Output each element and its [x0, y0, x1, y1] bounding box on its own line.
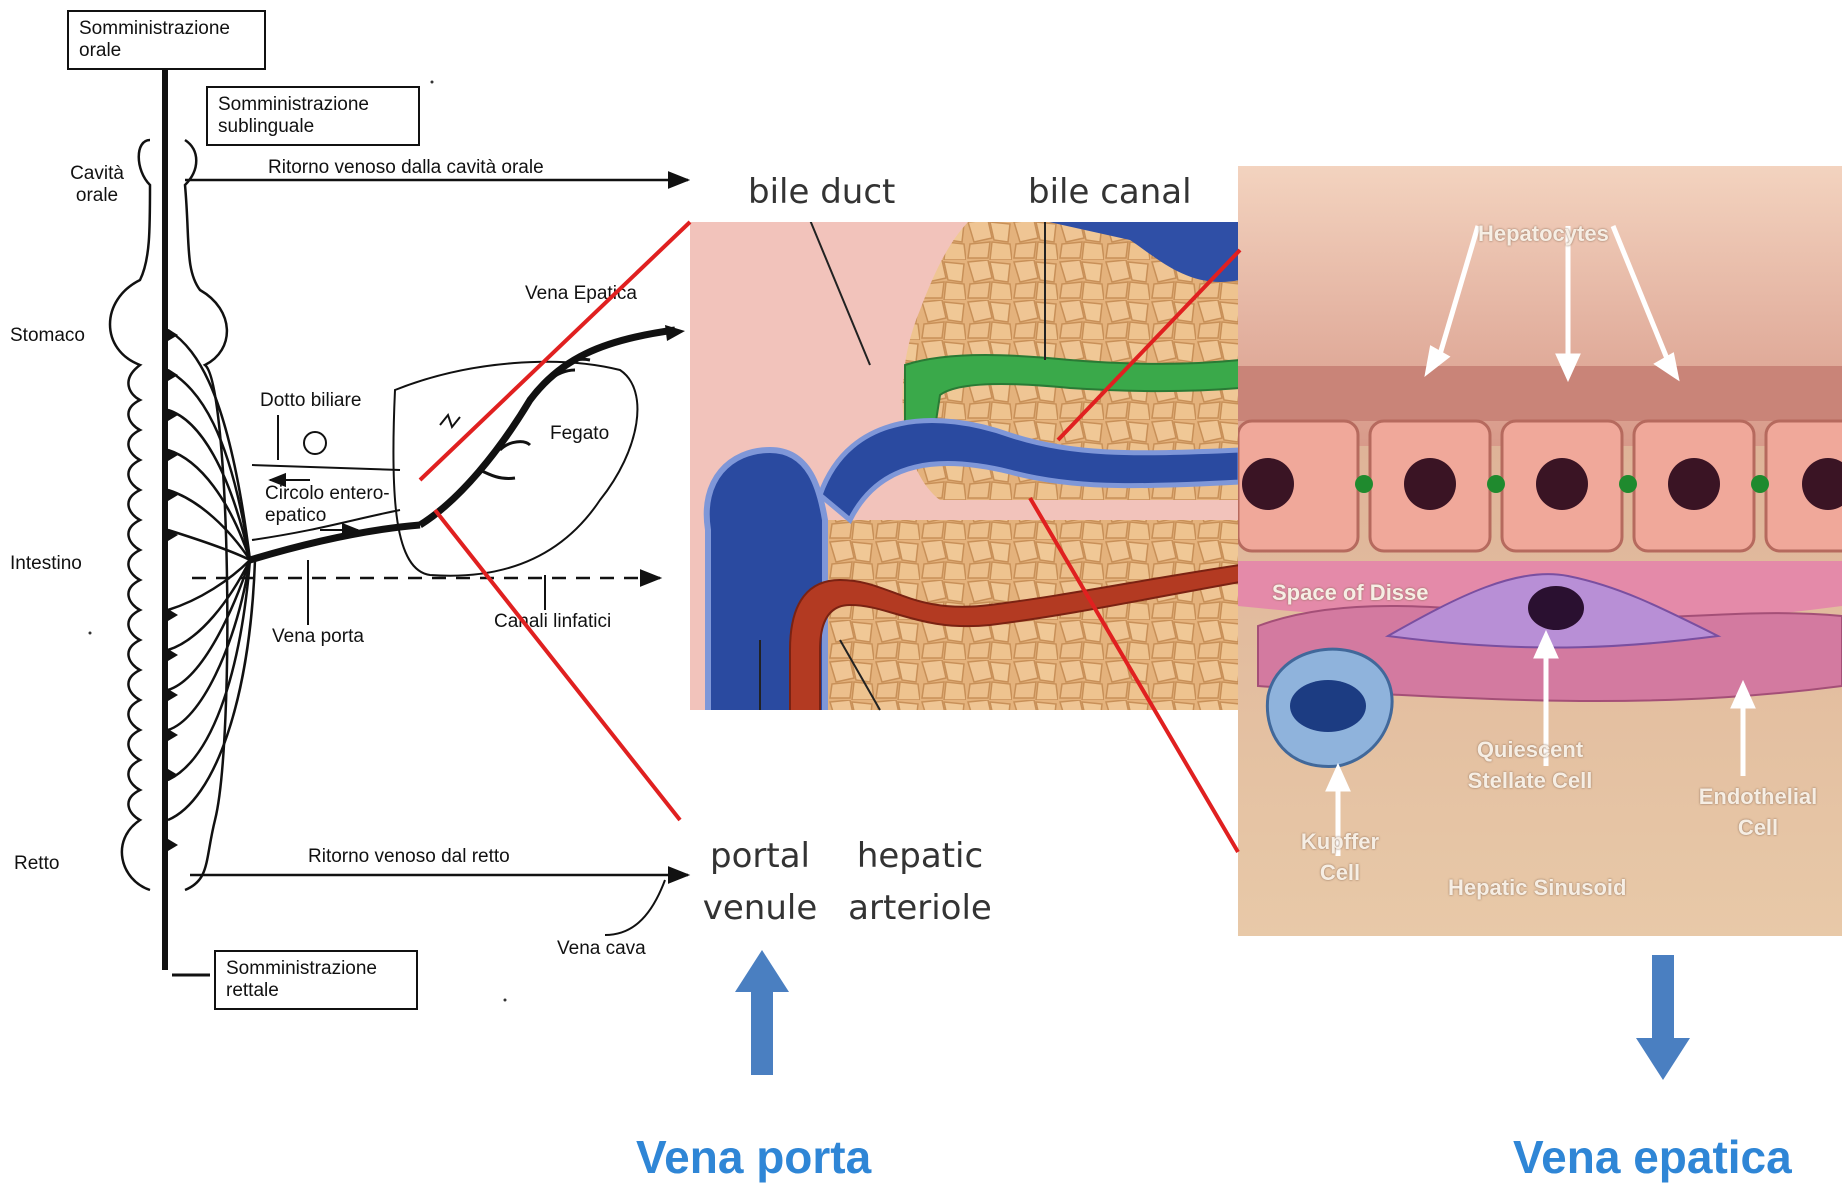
portal-vein-caption: Vena porta — [636, 1130, 871, 1184]
up-arrow-icon — [735, 950, 789, 1075]
down-arrow-icon — [1636, 955, 1690, 1080]
hepatic-vein-caption: Vena epatica — [1513, 1130, 1792, 1184]
